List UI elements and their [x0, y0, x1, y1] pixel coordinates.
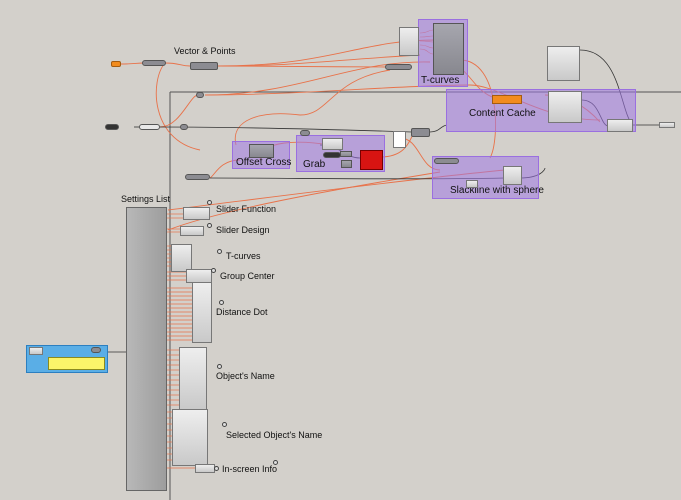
grab-node-b[interactable]	[341, 160, 352, 168]
tcurves-input-panel[interactable]	[399, 27, 419, 56]
param-slackline[interactable]	[434, 158, 459, 164]
distance-dot-label: Distance Dot	[216, 307, 268, 317]
selected-objects-name-label: Selected Object's Name	[226, 430, 323, 440]
param-black[interactable]	[105, 124, 119, 130]
output-panel-top[interactable]	[547, 46, 580, 81]
vector-points-node[interactable]	[190, 62, 218, 70]
inscreen-info-dot-b[interactable]	[273, 460, 278, 465]
group-content-cache[interactable]: Content Cache	[446, 89, 636, 132]
group-content-cache-label: Content Cache	[469, 108, 536, 119]
group-tcurves-label: T-curves	[421, 75, 460, 86]
tcurves-dot[interactable]	[217, 249, 222, 254]
group-center-dot[interactable]	[211, 268, 216, 273]
vector-points-label: Vector & Points	[174, 46, 236, 56]
param-mid[interactable]	[385, 64, 412, 70]
grab-dark-param[interactable]	[323, 152, 341, 158]
group-center-comp[interactable]	[186, 269, 212, 283]
settings-list-label: Settings List	[121, 194, 171, 204]
slider-function-dot[interactable]	[207, 200, 212, 205]
group-offset-cross-label: Offset Cross	[236, 157, 292, 168]
tcurves-component[interactable]	[433, 23, 464, 75]
far-right-output[interactable]	[659, 122, 675, 128]
slackline-panel[interactable]	[503, 166, 522, 185]
objects-name-label: Object's Name	[216, 371, 275, 381]
param-small-3[interactable]	[300, 130, 310, 136]
settings-list[interactable]	[126, 207, 167, 491]
slider-function-comp[interactable]	[183, 207, 210, 220]
vector-param[interactable]	[142, 60, 166, 66]
content-cache-output[interactable]	[607, 119, 633, 132]
inscreen-info-comp[interactable]	[195, 464, 215, 473]
content-cache-node[interactable]	[492, 95, 522, 104]
objects-name-dot[interactable]	[217, 364, 222, 369]
slider-design-label: Slider Design	[216, 225, 270, 235]
distance-dot-dot[interactable]	[219, 300, 224, 305]
inscreen-info-label: In-screen Info	[222, 464, 278, 474]
param-lower[interactable]	[185, 174, 210, 180]
slider-function-label: Slider Function	[216, 204, 277, 214]
grab-red-node[interactable]	[360, 150, 383, 170]
blue-group-node[interactable]	[29, 347, 43, 355]
group-slackline-label: Slackline with sphere	[450, 185, 544, 196]
selected-objects-name-comp[interactable]	[172, 409, 208, 466]
inscreen-info-dot-a[interactable]	[214, 466, 219, 471]
white-panel[interactable]	[393, 131, 406, 148]
slider-design-comp[interactable]	[180, 226, 204, 236]
distance-dot-comp[interactable]	[192, 282, 212, 343]
param-small-2[interactable]	[180, 124, 188, 130]
content-cache-panel[interactable]	[548, 91, 582, 123]
param-small[interactable]	[196, 92, 204, 98]
grab-node-a[interactable]	[340, 151, 352, 157]
offset-cross-component[interactable]	[249, 144, 274, 158]
param-white[interactable]	[139, 124, 160, 130]
selected-objects-name-dot[interactable]	[222, 422, 227, 427]
blue-group-param[interactable]	[91, 347, 101, 353]
tcurves-label: T-curves	[226, 251, 261, 261]
group-center-label: Group Center	[220, 271, 275, 281]
tcurves-comp[interactable]	[171, 244, 192, 272]
grab-panel[interactable]	[322, 138, 343, 150]
yellow-panel[interactable]	[48, 357, 105, 370]
group-grab-label: Grab	[303, 159, 326, 170]
orange-param[interactable]	[111, 61, 121, 67]
slackline-node[interactable]	[466, 180, 478, 188]
objects-name-comp[interactable]	[179, 347, 207, 410]
slider-design-dot[interactable]	[207, 223, 212, 228]
param-right[interactable]	[411, 128, 430, 137]
